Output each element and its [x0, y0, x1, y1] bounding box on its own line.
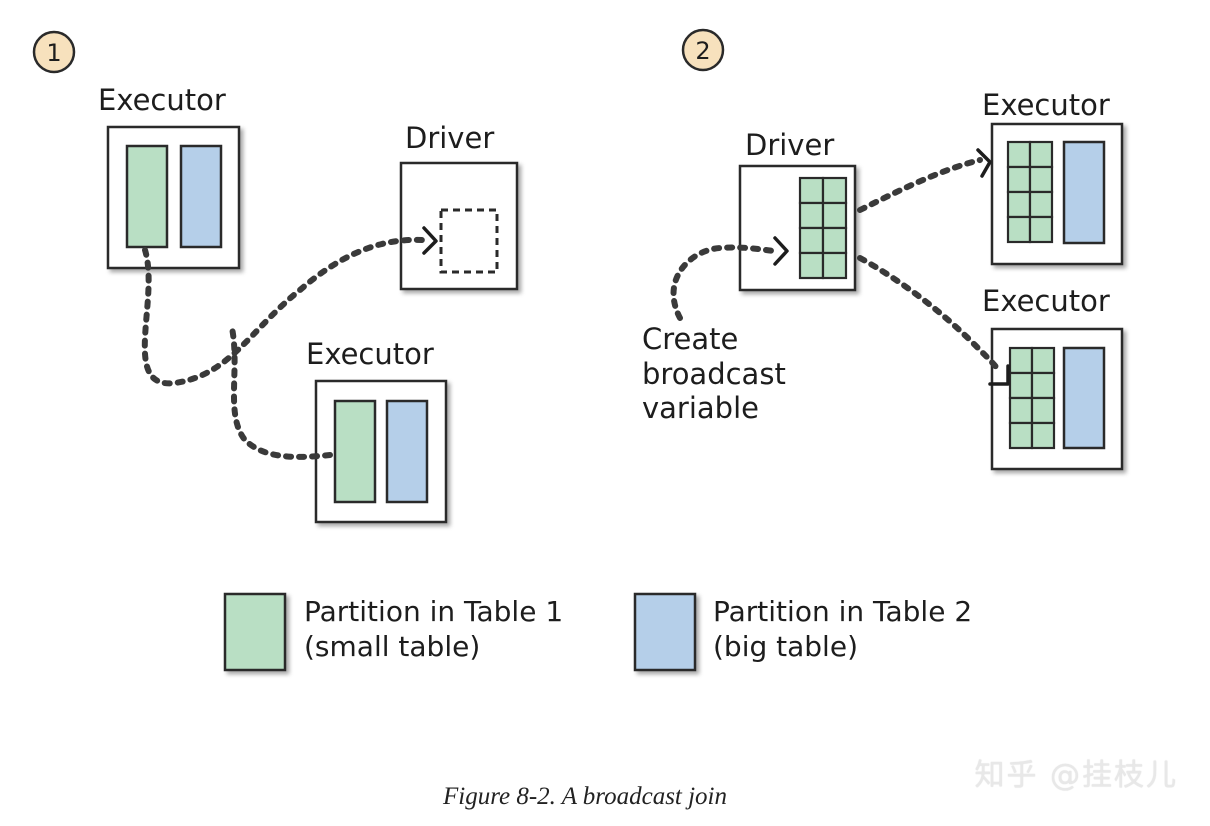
broadcast-variable-grid	[1006, 140, 1054, 244]
step-marker-2-label: 2	[695, 37, 710, 65]
create-broadcast-annotation: Create broadcast variable	[642, 322, 786, 425]
flow-executor-bottom-to-driver	[229, 325, 333, 460]
panel2-driver: Driver	[738, 128, 857, 292]
panel1-executor-bottom-label: Executor	[306, 337, 434, 371]
arrowhead-icon	[976, 148, 992, 178]
legend-item-table2: Partition in Table 2 (big table)	[633, 592, 972, 672]
legend-item-table1: Partition in Table 1 (small table)	[223, 592, 563, 672]
panel2-executor-bottom-label: Executor	[982, 284, 1110, 318]
legend-swatch-table1	[223, 592, 287, 672]
flow-executor-top-to-driver	[141, 236, 425, 387]
flow-create-broadcast	[670, 244, 778, 321]
legend: Partition in Table 1 (small table) Parti…	[223, 592, 972, 672]
broadcast-variable-grid	[1008, 346, 1056, 450]
legend-table1-line1: Partition in Table 1	[304, 595, 563, 628]
step-marker-2: 2	[681, 28, 725, 72]
panel2-data-flow	[670, 157, 1000, 371]
broadcast-variable-grid	[798, 176, 848, 280]
panel1-executor-top: Executor	[98, 83, 241, 270]
figure-caption: Figure 8-2. A broadcast join	[442, 783, 728, 810]
panel1-driver: Driver	[399, 121, 519, 291]
partition-table2	[1062, 140, 1106, 245]
flow-driver-to-executor-top	[857, 157, 983, 213]
panel2-executor-top: Executor	[976, 88, 1124, 266]
partition-table1	[333, 399, 377, 504]
step-marker-1-label: 1	[46, 39, 61, 67]
legend-swatch-table2	[633, 592, 697, 672]
panel1-driver-label: Driver	[405, 121, 494, 155]
panel1-executor-bottom: Executor	[306, 337, 448, 524]
partition-table2	[385, 399, 429, 504]
arrowhead-icon	[773, 236, 789, 266]
partition-table2	[1062, 346, 1106, 450]
panel2-executor-bottom: Executor	[982, 284, 1124, 471]
arrowhead-icon	[988, 364, 1010, 386]
panel1-data-flow	[141, 236, 425, 460]
partition-table1	[125, 144, 169, 249]
step-marker-1: 1	[32, 30, 76, 74]
panel2-driver-label: Driver	[745, 128, 834, 162]
legend-table2-line1: Partition in Table 2	[713, 595, 972, 628]
panel1-executor-top-label: Executor	[98, 83, 226, 117]
panel2-executor-top-label: Executor	[982, 88, 1110, 122]
annotation-line-3: variable	[642, 391, 759, 425]
annotation-line-1: Create	[642, 322, 738, 356]
flow-driver-to-executor-bottom	[857, 255, 1000, 371]
legend-table1-line2: (small table)	[304, 630, 480, 663]
arrowhead-icon	[422, 226, 438, 255]
annotation-line-2: broadcast	[642, 357, 786, 391]
legend-table2-line2: (big table)	[713, 630, 858, 663]
watermark: 知乎 @挂枝儿	[974, 758, 1178, 793]
partition-table2	[179, 144, 223, 249]
empty-broadcast-slot	[439, 208, 499, 274]
